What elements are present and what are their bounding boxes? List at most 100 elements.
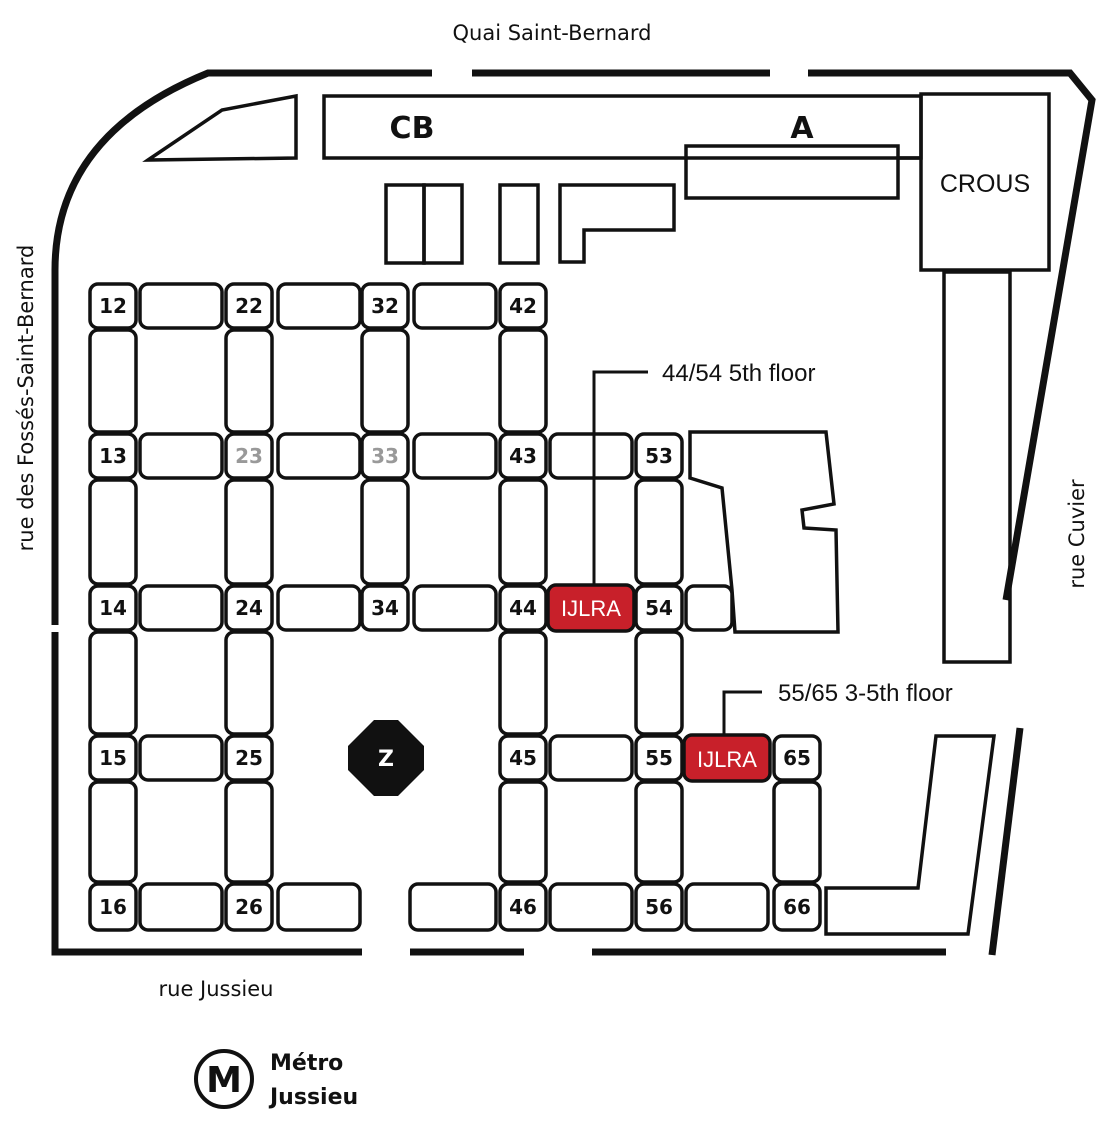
- metro-line2: Jussieu: [268, 1085, 358, 1110]
- corridor: [224, 780, 274, 884]
- corridor: [360, 478, 410, 586]
- tower-56[interactable]: [634, 882, 684, 932]
- ijlra-highlights: [546, 583, 772, 783]
- zone-z-marker: Z: [348, 720, 424, 796]
- north-buildings: [142, 92, 1051, 936]
- corridor: [498, 780, 548, 884]
- corridor: [498, 328, 548, 434]
- street-quai-saint-bernard: Quai Saint-Bernard: [453, 21, 652, 45]
- corridor: [138, 432, 224, 480]
- tower-54-label: 54: [645, 596, 673, 620]
- corridor: [498, 630, 548, 736]
- tower-55-label: 55: [645, 746, 673, 770]
- tower-26-label: 26: [235, 895, 263, 919]
- tower-33-label: 33: [371, 444, 399, 468]
- building-crous-label: CROUS: [940, 170, 1030, 198]
- metro-icon: [194, 1049, 254, 1109]
- tower-25[interactable]: [224, 734, 274, 782]
- corridor: [138, 282, 224, 330]
- tower-46[interactable]: [498, 882, 548, 932]
- corridor: [224, 328, 274, 434]
- ijlra-highlight-44-54[interactable]: [546, 583, 636, 633]
- tower-15[interactable]: [88, 734, 138, 782]
- tower-22-label: 22: [235, 294, 263, 318]
- corridor: [360, 328, 410, 434]
- corridor: [88, 478, 138, 586]
- ijlra-label-44-54: IJLRA: [561, 596, 621, 621]
- street-rue-fosses-saint-bernard: rue des Fossés-Saint-Bernard: [14, 245, 38, 552]
- tower-45[interactable]: [498, 734, 548, 782]
- metro-symbol: M: [206, 1060, 242, 1101]
- corridor: [138, 584, 224, 632]
- building-cb-label: CB: [390, 111, 435, 146]
- tower-54[interactable]: [634, 584, 684, 632]
- ijlra-highlight-55-65[interactable]: [682, 733, 772, 783]
- tower-33[interactable]: [360, 432, 410, 480]
- corridor: [408, 882, 498, 932]
- tower-14-label: 14: [99, 596, 127, 620]
- tower-16[interactable]: [88, 882, 138, 932]
- corridor: [138, 734, 224, 782]
- tower-25-label: 25: [235, 746, 263, 770]
- corridor: [634, 780, 684, 884]
- corridor: [684, 882, 770, 932]
- tower-32-label: 32: [371, 294, 399, 318]
- callout-lines: [592, 370, 762, 736]
- tower-55[interactable]: [634, 734, 684, 782]
- metro-station[interactable]: M Métro Jussieu: [194, 1049, 358, 1110]
- tower-24-label: 24: [235, 596, 263, 620]
- corridor: [276, 282, 362, 330]
- corridor: [498, 478, 548, 586]
- tower-44[interactable]: [498, 584, 548, 632]
- tower-43[interactable]: [498, 432, 548, 480]
- tower-24[interactable]: [224, 584, 274, 632]
- tower-45-label: 45: [509, 746, 537, 770]
- tower-34[interactable]: [360, 584, 410, 632]
- tower-66[interactable]: [772, 882, 822, 932]
- corridor: [88, 630, 138, 736]
- tower-42[interactable]: [498, 282, 548, 330]
- tower-53[interactable]: [634, 432, 684, 480]
- corridor: [224, 630, 274, 736]
- corridor: [548, 734, 634, 782]
- tower-44-label: 44: [509, 596, 537, 620]
- tower-65[interactable]: [772, 734, 822, 782]
- tower-13[interactable]: [88, 432, 138, 480]
- metro-line1: Métro: [270, 1051, 343, 1076]
- tower-numbers: 12 22 32 42 13 23 33 43 53 14 24 34 44 5…: [99, 294, 811, 919]
- tower-43-label: 43: [509, 444, 537, 468]
- building-a-label: A: [790, 111, 814, 146]
- tower-42-label: 42: [509, 294, 537, 318]
- tower-14[interactable]: [88, 584, 138, 632]
- corridor: [634, 630, 684, 736]
- corridor: [772, 780, 822, 884]
- tower-22[interactable]: [224, 282, 274, 330]
- callout-44-54: 44/54 5th floor: [662, 360, 815, 387]
- corridor: [412, 282, 498, 330]
- corridor: [276, 882, 362, 932]
- corridor: [138, 882, 224, 932]
- corridor: [88, 780, 138, 884]
- tower-46-label: 46: [509, 895, 537, 919]
- tower-56-label: 56: [645, 895, 673, 919]
- corridor: [276, 584, 362, 632]
- tower-26[interactable]: [224, 882, 274, 932]
- callout-55-65: 55/65 3-5th floor: [778, 680, 953, 707]
- tower-23[interactable]: [224, 432, 274, 480]
- building-grid: [88, 282, 822, 932]
- ijlra-label-55-65: IJLRA: [697, 747, 757, 772]
- tower-15-label: 15: [99, 746, 127, 770]
- tower-12[interactable]: [88, 282, 138, 330]
- tower-12-label: 12: [99, 294, 127, 318]
- zone-z-label: Z: [378, 747, 394, 772]
- campus-boundary: [51, 69, 1096, 956]
- tower-23-label: 23: [235, 444, 263, 468]
- tower-65-label: 65: [783, 746, 811, 770]
- corridor: [412, 432, 498, 480]
- tower-16-label: 16: [99, 895, 127, 919]
- tower-32[interactable]: [360, 282, 410, 330]
- tower-53-label: 53: [645, 444, 673, 468]
- corridor: [548, 882, 634, 932]
- street-rue-jussieu: rue Jussieu: [159, 977, 274, 1001]
- tower-13-label: 13: [99, 444, 127, 468]
